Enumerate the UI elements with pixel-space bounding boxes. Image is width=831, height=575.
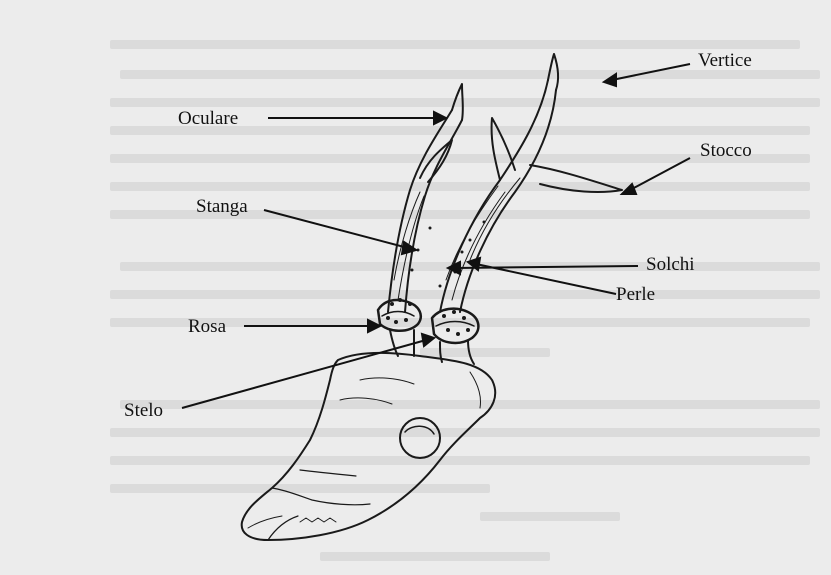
back-tine <box>530 165 622 192</box>
label-stanga: Stanga <box>196 196 248 217</box>
leader-stocco <box>630 158 690 190</box>
leader-perle <box>476 264 616 294</box>
label-perle: Perle <box>616 284 655 305</box>
leader-vertice <box>612 64 690 80</box>
label-rosa: Rosa <box>188 316 227 337</box>
label-oculare: Oculare <box>178 108 238 129</box>
label-vertice: Vertice <box>698 50 752 71</box>
leader-stanga <box>264 210 408 248</box>
label-solchi: Solchi <box>646 254 695 275</box>
label-stocco: Stocco <box>700 140 752 161</box>
eye-orbit <box>400 418 440 458</box>
label-stelo: Stelo <box>124 400 163 421</box>
right-burr <box>432 309 478 343</box>
right-beam <box>440 80 548 312</box>
leader-stelo <box>182 340 426 408</box>
